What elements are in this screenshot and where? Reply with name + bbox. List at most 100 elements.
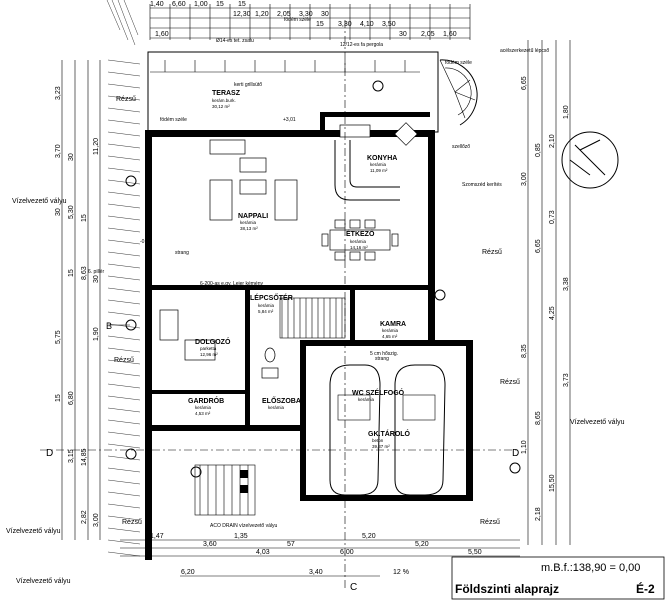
room-area-gardrob: 4,53 m²: [195, 411, 211, 416]
study-furniture: [159, 309, 216, 361]
room-floor-gardrob: kerámia: [195, 405, 212, 410]
sheet-code: É-2: [636, 582, 655, 596]
dimension-text: 15: [55, 394, 62, 402]
dimension-text: 8,65: [535, 411, 542, 425]
dimension-text: 15: [316, 21, 324, 28]
dimension-text: 4,03: [256, 549, 270, 556]
dimension-text: 12 %: [393, 569, 409, 576]
dimension-text: 6,60: [172, 1, 186, 8]
dimension-text: 6,20: [181, 569, 195, 576]
dimension-text: 5,20: [362, 533, 376, 540]
dimension-text: 3,50: [382, 21, 396, 28]
room-floor-konyha: kerámia: [370, 162, 387, 167]
dimension-text: 30: [55, 208, 62, 216]
annotation-notes: Ø14-es tet. zsalu 12/12-es fa pergola fö…: [6, 17, 625, 585]
dimension-text: 5,30: [68, 205, 75, 219]
dimension-text: 2,82: [81, 510, 88, 524]
room-name-terasz: TERASZ: [212, 90, 241, 97]
note-strang: strang: [175, 250, 189, 256]
dimension-text: 6,80: [68, 391, 75, 405]
dimension-text: 6,65: [535, 239, 542, 253]
dimension-text: 30: [93, 275, 100, 283]
room-floor-eloszoba: kerámia: [268, 405, 285, 410]
room-area-dolgozo: 12,96 m²: [200, 352, 218, 357]
room-area-tarolo: 39,37 m²: [372, 444, 390, 449]
entry-area: [194, 464, 256, 516]
room-area-lepcsoter: 5,84 m²: [258, 309, 274, 314]
dimension-text: 1,47: [150, 533, 164, 540]
spiral-stair: [439, 59, 478, 126]
room-labels: TERASZ kerám.burk. 30,12 m² NAPPALI kerá…: [188, 90, 411, 449]
note-rezsu-5: Rézsű: [122, 519, 142, 526]
dimension-text: 15: [216, 1, 224, 8]
note-elev-minus002: -0,02: [140, 239, 152, 245]
dimension-text: 30: [399, 31, 407, 38]
dimension-text: 30: [68, 153, 75, 161]
room-name-etkezo: ÉTKEZŐ: [346, 229, 375, 238]
room-name-gardrob: GARDRÓB: [188, 396, 224, 405]
room-area-nappali: 38,13 m²: [240, 226, 258, 231]
note-elev-plus301: +3,01: [283, 117, 296, 123]
dimension-text: 0,85: [535, 143, 542, 157]
room-floor-kamra: kerámia: [382, 328, 399, 333]
dimension-text: 3,60: [203, 541, 217, 548]
north-arrow-icon: [561, 131, 619, 189]
dimension-text: 15,50: [549, 474, 556, 492]
note-fodem-szele-2: födém széle: [445, 60, 472, 66]
wc-fixtures: [261, 347, 279, 379]
note-fodem-szele: födém széle: [284, 17, 311, 23]
dimension-text: 3,23: [55, 86, 62, 100]
dimension-text: 1,10: [521, 440, 528, 454]
dimension-text: 3,00: [93, 513, 100, 527]
room-floor-etkezo: kerámia: [350, 239, 367, 244]
section-mark-c-bottom: C: [350, 582, 357, 593]
garage-cars: [329, 364, 446, 496]
dimension-text: 15: [238, 1, 246, 8]
room-name-dolgozo: DOLGOZÓ: [195, 337, 231, 346]
note-rezsu-4: Rézsű: [500, 379, 520, 386]
dimension-text: 3,70: [55, 144, 62, 158]
room-name-tarolo: GK.TÁROLÓ: [368, 429, 411, 438]
dimension-text: 3,73: [563, 373, 570, 387]
dimension-text: 14,85: [81, 448, 88, 466]
dimension-text: 4,10: [360, 21, 374, 28]
dimension-text: 1,00: [194, 1, 208, 8]
section-mark-d-right: D: [512, 448, 519, 459]
room-floor-lepcsoter: kerámia: [258, 303, 275, 308]
note-pergola: 12/12-es fa pergola: [340, 42, 383, 48]
note-strang-2: strang: [375, 356, 389, 362]
top-dimension-texts: 1,4012,3015306,601,203,302,051,002,054,1…: [150, 1, 457, 38]
dimension-text: 3,38: [563, 277, 570, 291]
dimension-text: 2,05: [421, 31, 435, 38]
room-name-lepcsoter: LÉPCSŐTÉR: [250, 293, 293, 302]
dimension-text: 1,35: [234, 533, 248, 540]
dimension-text: 1,60: [443, 31, 457, 38]
dimension-text: 57: [287, 541, 295, 548]
dimension-text: 8,35: [521, 344, 528, 358]
right-dimension-texts: 6,650,850,733,388,358,6515,501,803,006,6…: [521, 76, 570, 521]
dimension-text: 3,00: [521, 172, 528, 186]
axis-bubbles: [125, 80, 521, 478]
left-dimension-lines: [61, 60, 101, 540]
note-rezsu-6: Rézsű: [480, 519, 500, 526]
note-rezsu-2: Rézsű: [114, 357, 134, 364]
room-area-konyha: 11,09 m²: [370, 168, 388, 173]
dimension-text: 3,15: [68, 449, 75, 463]
room-name-konyha: KONYHA: [367, 155, 397, 162]
room-floor-tarolo: beton: [372, 438, 384, 443]
section-markers: D D C B: [46, 321, 519, 593]
section-mark-b: B: [106, 321, 112, 331]
dimension-text: 0,73: [549, 210, 556, 224]
dimension-text: 30: [321, 11, 329, 18]
right-dimension-lines: [527, 40, 571, 545]
dimension-text: 3,30: [338, 21, 352, 28]
room-floor-terasz: kerám.burk.: [212, 98, 236, 103]
note-piller: 6. pillér: [88, 269, 104, 275]
note-kemeny: 6-200-as e.gy. Leier kémény: [200, 281, 263, 287]
dimension-text: 1,80: [563, 105, 570, 119]
note-szellozo: szellőző: [452, 144, 470, 150]
bottom-dimension-lines: [120, 539, 520, 577]
dimension-text: 4,25: [549, 306, 556, 320]
note-rezsu-1: Rézsű: [116, 96, 136, 103]
